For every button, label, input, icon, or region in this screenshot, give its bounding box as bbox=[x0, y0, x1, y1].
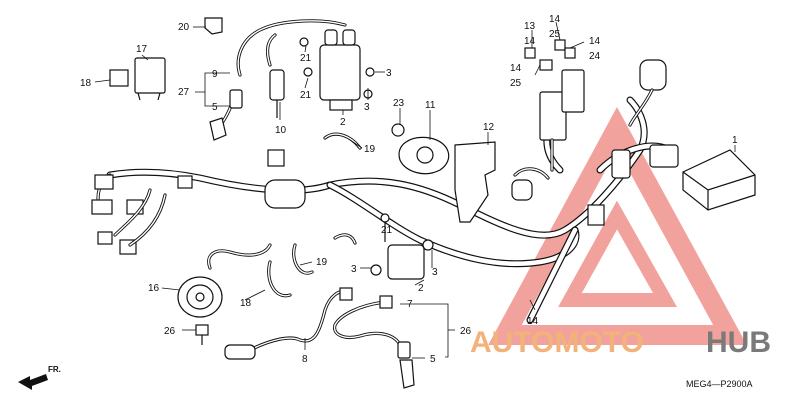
callout-24: 24 bbox=[589, 51, 601, 62]
top-right-connectors bbox=[524, 39, 585, 172]
callout-14-c: 14 bbox=[589, 36, 601, 47]
callout-3-c: 3 bbox=[351, 264, 357, 275]
callout-21-a: 21 bbox=[300, 53, 312, 64]
callout-labels: 20 17 18 27 9 5 10 21 21 3 3 2 19 23 11 … bbox=[80, 14, 738, 365]
part-19-clip bbox=[323, 132, 362, 150]
main-wire-harness bbox=[106, 96, 674, 324]
callout-18-b: 19 bbox=[316, 257, 328, 268]
top-right-capacitor bbox=[628, 59, 667, 127]
callout-3-b: 3 bbox=[364, 102, 370, 113]
spark-plug-lead-8 bbox=[224, 287, 353, 360]
harness-junction-block bbox=[264, 149, 306, 209]
callout-16: 17 bbox=[136, 44, 148, 55]
watermark-text-colored: AUTOMOTO bbox=[470, 326, 644, 359]
watermark-text-gray: HUB bbox=[706, 326, 771, 359]
callout-14-d: 14 bbox=[510, 63, 522, 74]
leader-lines bbox=[94, 21, 736, 359]
spark-plug-lead-9-5 bbox=[209, 19, 347, 141]
left-connectors bbox=[91, 173, 193, 255]
callout-22: 23 bbox=[393, 98, 405, 109]
callout-23: 26 bbox=[164, 326, 176, 337]
callout-5-top: 5 bbox=[212, 102, 218, 113]
callout-27: 27 bbox=[178, 87, 190, 98]
diagram-image-code: MEG4—P2900A bbox=[686, 379, 753, 389]
callout-13: 13 bbox=[524, 21, 536, 32]
part-1-control-unit bbox=[649, 144, 756, 211]
callout-20: 20 bbox=[178, 22, 190, 33]
callout-25-b: 25 bbox=[510, 78, 522, 89]
callout-19: 19 bbox=[364, 144, 376, 155]
part-20-clip bbox=[204, 17, 223, 35]
callout-21-b: 21 bbox=[300, 90, 312, 101]
callout-2-top: 2 bbox=[340, 117, 346, 128]
callout-14-e: 14 bbox=[527, 316, 539, 327]
callout-15: 16 bbox=[148, 283, 160, 294]
callout-5-lower: 5 bbox=[430, 354, 436, 365]
callout-3-a: 3 bbox=[386, 68, 392, 79]
ignition-coil-top bbox=[299, 29, 375, 111]
callout-17: 18 bbox=[80, 78, 92, 89]
ignition-coil-lower bbox=[370, 213, 434, 280]
front-direction-marker: FR. bbox=[18, 365, 61, 390]
callout-10: 10 bbox=[275, 125, 287, 136]
part-11-switch bbox=[391, 123, 450, 175]
callout-7: 7 bbox=[407, 299, 413, 310]
callout-1: 1 bbox=[732, 135, 738, 146]
callout-14-a: 14 bbox=[524, 36, 536, 47]
callout-14-b: 14 bbox=[549, 14, 561, 25]
callout-21-c: 21 bbox=[381, 225, 393, 236]
part-12-bracket bbox=[454, 141, 496, 223]
callout-18-a: 18 bbox=[240, 298, 252, 309]
callout-2-lower: 2 bbox=[418, 283, 424, 294]
part-16-relay bbox=[134, 57, 166, 101]
callout-25-a: 25 bbox=[549, 29, 561, 40]
callout-9: 9 bbox=[212, 69, 218, 80]
callout-3-d: 3 bbox=[432, 267, 438, 278]
callout-11: 11 bbox=[425, 100, 436, 111]
part-17-connector bbox=[109, 69, 129, 87]
part-23-bolt bbox=[195, 324, 209, 345]
watermark-text: AUTOMOTO HUB bbox=[470, 326, 771, 359]
front-direction-label: FR. bbox=[48, 365, 61, 374]
callout-8: 8 bbox=[302, 354, 308, 365]
mid-right-sensor bbox=[511, 149, 631, 226]
part-18-wires bbox=[207, 233, 357, 298]
part-15-horn bbox=[177, 276, 223, 318]
callout-26: 26 bbox=[460, 326, 472, 337]
callout-12: 12 bbox=[483, 122, 495, 133]
spark-plug-lead-26 bbox=[333, 295, 415, 389]
